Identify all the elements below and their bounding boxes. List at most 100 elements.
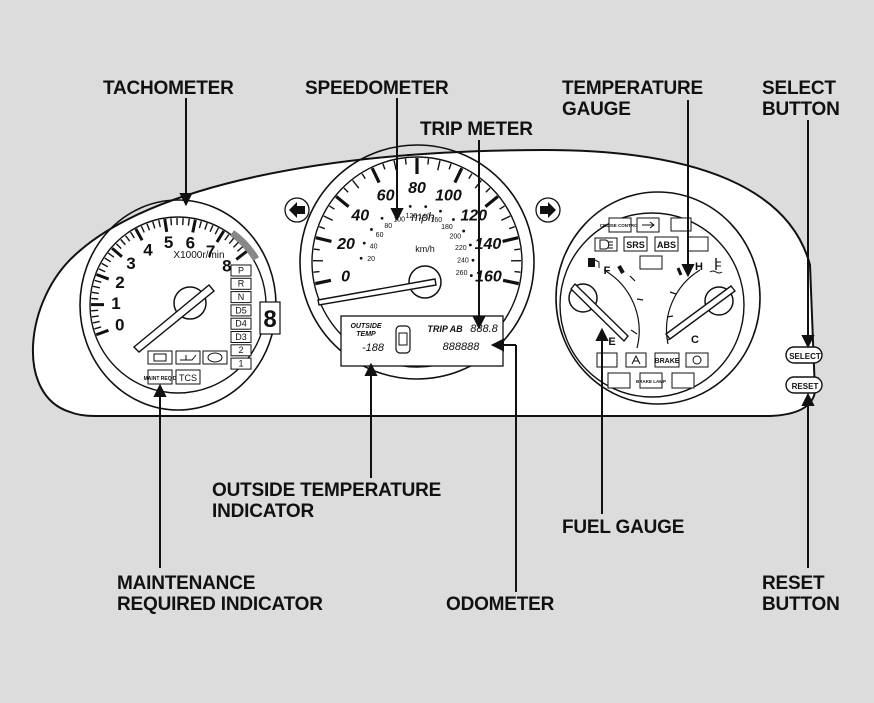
- tachometer-tick: [91, 291, 99, 295]
- mph-tick: [508, 225, 516, 230]
- gear-position-label: 2: [238, 345, 243, 355]
- reset-button[interactable]: RESET: [785, 376, 823, 394]
- tachometer-tick: [104, 257, 112, 263]
- mph-tick: [502, 278, 520, 286]
- kmh-numeral: 120: [406, 213, 418, 220]
- reset-button-label: RESET: [792, 382, 819, 391]
- temperature-tick: [666, 315, 674, 318]
- select-button-callout: SELECT BUTTON: [762, 78, 840, 120]
- kmh-numeral: 240: [457, 257, 469, 264]
- tachometer-numeral: 7: [206, 242, 215, 261]
- kmh-numeral: 80: [384, 223, 392, 230]
- select-button[interactable]: SELECT: [785, 346, 823, 364]
- right-gauge-lower-indicators: BRAKE BRAKE LAMP: [596, 352, 709, 389]
- tachometer-tick: [215, 230, 226, 243]
- tachometer-tick: [235, 250, 248, 261]
- temperature-gauge-callout: TEMPERATURE GAUGE: [562, 78, 704, 120]
- check-engine-icon: [207, 352, 223, 363]
- kmh-unit-label: km/h: [415, 244, 435, 254]
- right-turn-signal-icon: [535, 197, 561, 223]
- mph-numeral: 40: [350, 207, 369, 224]
- tachometer-numeral: 6: [186, 234, 195, 253]
- mph-tick: [453, 167, 464, 184]
- gear-position-box: [230, 264, 252, 277]
- mph-tick: [514, 248, 521, 251]
- cruise-control-lamp: CRUISE CONTROL: [600, 223, 641, 228]
- tachometer-tick: [198, 220, 202, 229]
- outside-temp-label-line2: TEMP: [356, 331, 376, 338]
- mph-tick: [329, 205, 335, 210]
- select-button-label: SELECT: [789, 352, 821, 361]
- mph-tick: [404, 158, 407, 165]
- fuel-pump-icon: [588, 258, 600, 268]
- tachometer-tick: [92, 285, 101, 289]
- speedometer-callout: SPEEDOMETER: [305, 78, 449, 99]
- mph-numeral: 60: [377, 187, 395, 204]
- gear-position-label: D5: [235, 305, 247, 315]
- tachometer-tick: [95, 328, 109, 337]
- gear-position-box: [230, 304, 252, 317]
- gear-position-box: [230, 291, 252, 304]
- gear-position-box: [230, 317, 252, 330]
- tachometer-tick: [146, 223, 151, 231]
- kmh-numeral: 40: [370, 243, 378, 250]
- outside-temperature-callout: OUTSIDE TEMPERATURE INDICATOR: [212, 480, 442, 522]
- tachometer-tick: [91, 315, 99, 318]
- mph-unit-label: mph: [411, 210, 435, 224]
- kmh-tick: [362, 241, 366, 245]
- mph-numeral: 100: [435, 187, 462, 204]
- kmh-numeral: 20: [367, 256, 375, 263]
- left-turn-signal-icon: [284, 197, 310, 223]
- mph-tick: [335, 195, 350, 208]
- odometer-callout: ODOMETER: [446, 594, 555, 615]
- tachometer-needle: [132, 284, 215, 353]
- security-icon: [692, 355, 702, 365]
- fuel-temperature-gauge: CRUISE CONTROL SRS ABS F E: [555, 191, 761, 405]
- mph-tick: [484, 195, 499, 208]
- trip-meter-value: 888.8: [470, 323, 498, 335]
- gear-position-label: P: [238, 265, 244, 275]
- gear-digit: 8: [263, 306, 276, 333]
- mph-tick: [314, 278, 332, 286]
- tachometer-tick: [94, 279, 102, 284]
- mph-tick: [514, 270, 521, 273]
- mph-numeral: 0: [341, 268, 350, 285]
- mph-tick: [485, 187, 491, 193]
- kmh-numeral: 180: [441, 224, 453, 231]
- tachometer-tick: [124, 235, 131, 242]
- tachometer-numeral: 2: [115, 273, 124, 292]
- kmh-tick: [439, 209, 442, 213]
- odometer-value: 888888: [443, 341, 481, 353]
- mph-tick: [315, 236, 332, 244]
- kmh-tick: [380, 216, 384, 220]
- tachometer-tick: [209, 225, 214, 232]
- outside-temp-label-line1: OUTSIDE: [350, 323, 381, 330]
- gear-position-box: [230, 357, 252, 370]
- tachometer-tick: [228, 237, 235, 245]
- reset-button-callout: RESET BUTTON: [762, 573, 840, 615]
- kmh-tick: [462, 229, 466, 233]
- mph-tick: [352, 179, 360, 189]
- gear-position-label: D4: [235, 319, 247, 329]
- tachometer-tick: [191, 219, 197, 233]
- speedometer-mph-ticks: [312, 158, 522, 286]
- mph-numeral: 140: [475, 236, 502, 253]
- tachometer-numeral: 5: [164, 233, 173, 252]
- abs-lamp: ABS: [657, 240, 676, 250]
- kmh-tick: [424, 205, 428, 209]
- tachometer-numeral: 3: [126, 254, 135, 273]
- kmh-numeral: 260: [456, 270, 468, 277]
- mph-tick: [437, 160, 441, 171]
- tachometer-tick: [170, 218, 173, 226]
- mph-tick: [448, 163, 452, 170]
- mph-numeral: 120: [460, 207, 487, 224]
- gear-position-label: D3: [235, 332, 247, 342]
- tachometer-tick: [115, 243, 122, 250]
